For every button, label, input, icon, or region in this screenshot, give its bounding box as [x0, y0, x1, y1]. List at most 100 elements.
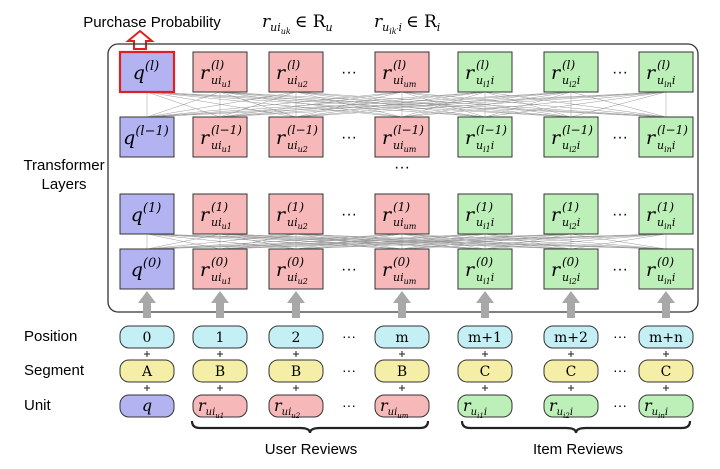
node-label: r: [646, 259, 657, 281]
node-label: r: [551, 127, 562, 149]
segment-embedding: [374, 359, 430, 383]
position-embedding-label: m+1: [468, 330, 502, 346]
node-superscript: (l): [562, 58, 576, 72]
user-review-node: [374, 116, 430, 158]
attention-line: [146, 91, 221, 118]
item-review-node: [543, 116, 599, 158]
node-label: q(1): [131, 201, 162, 226]
ellipsis: ···: [342, 328, 356, 344]
node-subscript: uium: [393, 271, 417, 286]
attention-line: [295, 233, 572, 250]
node-label: r: [465, 259, 476, 281]
ellipsis: ···: [342, 362, 356, 378]
attention-line: [219, 91, 486, 118]
node-subscript: uiu1: [211, 216, 232, 231]
segment-embedding-label: B: [397, 364, 407, 380]
item-review-node: [638, 248, 694, 290]
item-review-node: [543, 51, 599, 93]
up-arrow-icon: [211, 291, 229, 318]
attention-line: [146, 233, 572, 250]
attention-line: [484, 91, 667, 118]
position-embedding-label: m: [395, 330, 408, 346]
up-arrow-icon: [138, 291, 156, 318]
user-review-set-label: ruiuk∈ Ru: [262, 12, 333, 36]
attention-line: [401, 91, 667, 118]
node-subscript: ui1i: [476, 74, 494, 89]
attention-line: [146, 233, 221, 250]
attention-line: [146, 233, 297, 250]
ellipsis: ···: [342, 397, 356, 413]
attention-line: [146, 233, 667, 250]
unit-label: Unit: [24, 397, 52, 414]
ellipsis: ···: [612, 64, 628, 81]
node-label: r: [382, 62, 393, 84]
segment-embedding: [192, 359, 248, 383]
attention-line: [146, 91, 486, 118]
item-review-node: [457, 51, 513, 93]
segment-embedding: [543, 359, 599, 383]
attention-line: [219, 91, 667, 118]
node-superscript: (1): [476, 200, 493, 214]
up-arrow-icon: [657, 291, 675, 318]
attention-line: [219, 233, 667, 250]
node-subscript: ui2i: [562, 74, 580, 89]
up-arrow-icon: [393, 291, 411, 318]
item-review-set-label: ruik′i∈ Ri: [374, 12, 440, 36]
ellipsis: ···: [612, 261, 628, 278]
segment-embedding: [119, 359, 175, 383]
node-label: r: [382, 259, 393, 281]
ellipsis: ···: [341, 206, 357, 223]
node-superscript: (1): [657, 200, 674, 214]
query-node: [119, 116, 175, 158]
node-superscript: (l): [393, 58, 407, 72]
node-label: r: [276, 127, 287, 149]
node-subscript: uiu1: [211, 74, 232, 89]
position-embedding-label: m+2: [554, 330, 588, 346]
node-superscript: (0): [393, 255, 410, 269]
node-label: r: [200, 204, 211, 226]
node-superscript: (1): [562, 200, 579, 214]
ellipsis: ···: [341, 64, 357, 81]
node-subscript: uini: [657, 216, 675, 231]
user-review-node: [192, 193, 248, 235]
segment-label: Segment: [24, 362, 85, 379]
item-review-node: [457, 248, 513, 290]
node-subscript: uini: [657, 74, 675, 89]
position-embedding: [638, 325, 694, 349]
attention-line: [570, 233, 667, 250]
unit-embedding: [192, 394, 248, 418]
attention-line: [146, 233, 486, 250]
unit-token: ruiu1: [198, 396, 224, 420]
attention-connections: [146, 91, 667, 250]
unit-token: ruini: [644, 396, 668, 420]
segment-embedding-label: A: [141, 364, 153, 380]
item-reviews-brace: [460, 420, 692, 434]
user-reviews-brace: [190, 420, 430, 434]
unit-embedding: [119, 394, 175, 418]
user-review-node: [268, 248, 324, 290]
attention-line: [484, 91, 572, 118]
node-superscript: (l−1): [476, 123, 507, 137]
user-review-node: [268, 51, 324, 93]
segment-embedding-label: C: [566, 364, 577, 380]
user-review-node: [268, 193, 324, 235]
item-review-node: [457, 116, 513, 158]
item-reviews-label: Item Reviews: [533, 441, 623, 458]
node-label: r: [276, 62, 287, 84]
attention-line: [146, 91, 572, 118]
attention-line: [295, 91, 667, 118]
node-subscript: uiu1: [211, 271, 232, 286]
node-subscript: uiu1: [211, 139, 232, 154]
node-superscript: (0): [476, 255, 493, 269]
node-label: q(l): [133, 59, 159, 84]
item-review-node: [638, 193, 694, 235]
position-embedding-label: 2: [292, 330, 301, 346]
position-embedding: [192, 325, 248, 349]
item-review-node: [638, 51, 694, 93]
node-label: r: [200, 259, 211, 281]
ellipsis: ···: [341, 261, 357, 278]
unit-embedding: [374, 394, 430, 418]
unit-token: q: [142, 396, 152, 415]
